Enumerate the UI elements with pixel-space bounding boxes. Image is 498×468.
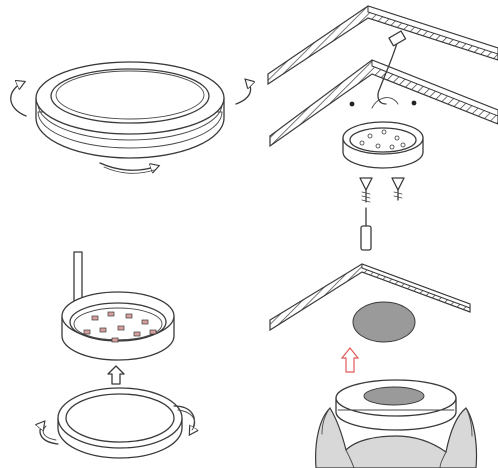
ceiling-hole-left xyxy=(349,101,355,107)
ceiling-slab-upper xyxy=(267,5,498,86)
rotate-arrow-ring-left-icon xyxy=(40,422,59,445)
screwdriver-icon xyxy=(360,207,372,251)
base-plate xyxy=(342,121,424,169)
power-wire xyxy=(377,39,399,105)
wire-connector xyxy=(388,30,407,47)
ceiling-hole-right xyxy=(411,100,417,106)
screw-left-icon xyxy=(359,177,373,203)
hand-holding-light xyxy=(315,407,478,468)
screw-right-icon xyxy=(391,177,405,201)
up-arrow-icon xyxy=(107,365,125,385)
light-housing xyxy=(35,61,225,159)
ceiling-slab-adhesive xyxy=(269,263,471,332)
panel-rotate-housing xyxy=(10,61,251,174)
rotate-arrow-left-icon xyxy=(10,82,27,117)
led-chips xyxy=(83,311,157,343)
cover-ring xyxy=(57,387,183,459)
light-fixture-mount xyxy=(335,379,457,431)
red-up-arrow-icon xyxy=(340,347,360,373)
panel-screw-to-ceiling xyxy=(267,5,498,251)
panel-insert-and-align xyxy=(40,251,195,459)
adhesive-pad-icon xyxy=(352,301,416,343)
rotate-arrow-bottom-icon xyxy=(99,162,158,170)
panel-adhesive-mount xyxy=(269,263,478,468)
rotate-arrow-right-icon xyxy=(235,80,251,105)
open-housing xyxy=(61,291,175,361)
